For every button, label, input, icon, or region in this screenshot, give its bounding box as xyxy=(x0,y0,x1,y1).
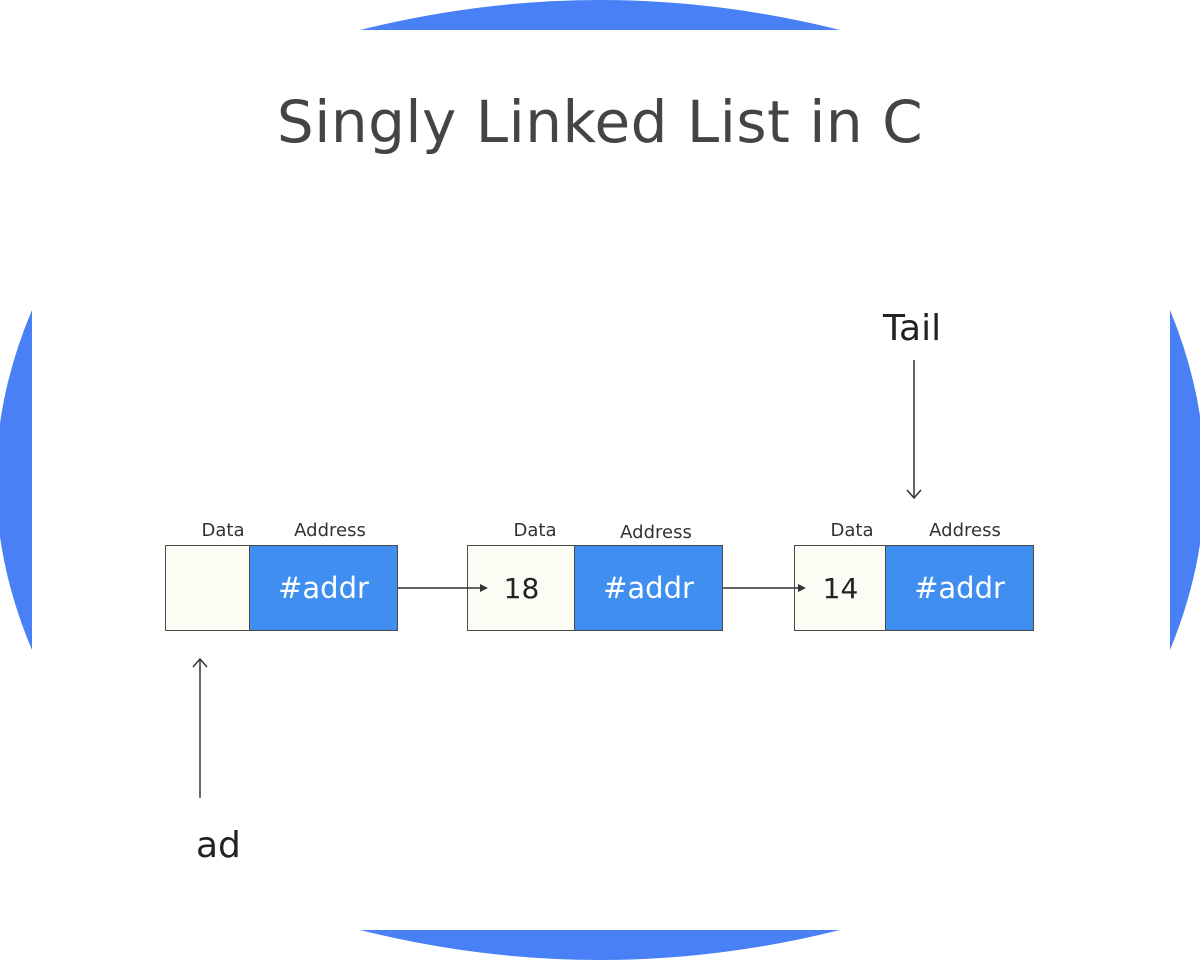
node-1-address-cell: #addr xyxy=(249,545,398,631)
head-arrow-head xyxy=(192,657,208,668)
head-label: ad xyxy=(196,825,241,866)
node-2-data-label: Data xyxy=(513,520,557,541)
node-1-data-label: Data xyxy=(201,520,245,541)
link-arrow-2-3-head xyxy=(798,584,806,592)
node-3-address-cell: #addr xyxy=(885,545,1034,631)
link-arrow-1-2-head xyxy=(480,584,488,592)
node-1-address-label: Address xyxy=(294,520,366,541)
right-blue-arc xyxy=(1170,310,1200,650)
bottom-blue-arc xyxy=(360,930,840,960)
diagram-title: Singly Linked List in C xyxy=(276,88,924,156)
tail-arrow-head xyxy=(906,489,922,500)
node-2-address-cell: #addr xyxy=(574,545,723,631)
node-3-data-label: Data xyxy=(830,520,874,541)
node-2-address-label: Address xyxy=(620,522,692,543)
node-3-address-label: Address xyxy=(929,520,1001,541)
top-blue-arc xyxy=(360,0,840,30)
left-blue-arc xyxy=(0,310,32,650)
tail-label: Tail xyxy=(883,308,942,349)
